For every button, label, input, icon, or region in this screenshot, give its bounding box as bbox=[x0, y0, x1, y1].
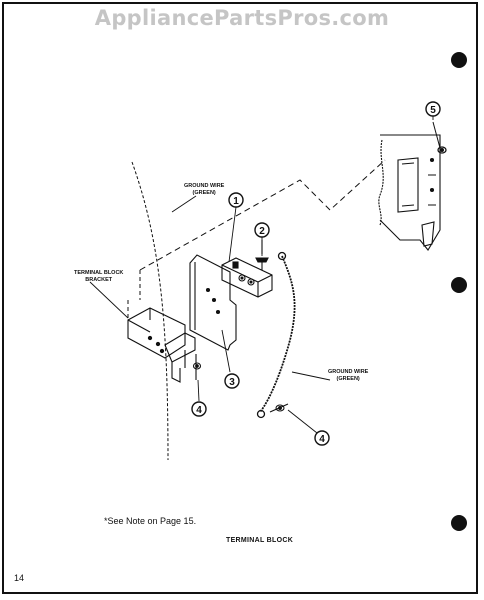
callout-2-number: 2 bbox=[259, 226, 265, 237]
screw-4-lower bbox=[269, 403, 289, 413]
callout-3: 3 bbox=[224, 373, 240, 389]
ground-wire-label-top-line1: GROUND WIRE bbox=[184, 183, 225, 189]
footnote: *See Note on Page 15. bbox=[104, 516, 197, 526]
screw-5 bbox=[432, 121, 447, 154]
screw-4-upper bbox=[192, 354, 202, 380]
callout-1-number: 1 bbox=[233, 196, 239, 207]
callout-4-left-number: 4 bbox=[196, 405, 202, 416]
watermark: AppliancePartsPros.com bbox=[94, 6, 390, 30]
callout-4-right: 4 bbox=[314, 430, 330, 446]
callout-5-number: 5 bbox=[430, 105, 436, 116]
terminal-block-bracket-label-line2: BRACKET bbox=[85, 276, 113, 283]
ground-wire-label-top-line2: (GREEN) bbox=[192, 189, 216, 196]
callout-5: 5 bbox=[425, 101, 441, 117]
callout-2: 2 bbox=[254, 222, 270, 238]
ground-wire-green-lower bbox=[256, 251, 296, 419]
terminal-block-bracket-label-line1: TERMINAL BLOCK bbox=[74, 270, 124, 276]
ground-wire-label-top: GROUND WIRE (GREEN) bbox=[184, 183, 224, 196]
ground-wire-label-bottom: GROUND WIRE (GREEN) bbox=[328, 369, 368, 382]
callout-4-left: 4 bbox=[191, 401, 207, 417]
cabinet-edge-curve bbox=[131, 161, 169, 461]
dashed-outline-left bbox=[127, 270, 141, 320]
cabinet-section-top-right bbox=[378, 134, 441, 251]
terminal-block-bracket-label: TERMINAL BLOCK BRACKET bbox=[74, 270, 123, 283]
dashed-outline-top bbox=[139, 159, 386, 271]
diagram-title: TERMINAL BLOCK bbox=[226, 537, 294, 544]
terminal-block-1 bbox=[221, 257, 273, 298]
page-border bbox=[2, 2, 478, 594]
mounting-plate-3 bbox=[189, 254, 237, 351]
callout-4-right-number: 4 bbox=[319, 434, 325, 445]
terminal-block-bracket bbox=[127, 307, 196, 383]
leader-lines bbox=[89, 116, 434, 434]
callout-3-number: 3 bbox=[229, 377, 235, 388]
ground-wire-label-bottom-line1: GROUND WIRE bbox=[328, 369, 369, 375]
page-number: 14 bbox=[14, 573, 25, 583]
binder-holes bbox=[451, 52, 467, 531]
callout-1: 1 bbox=[228, 192, 244, 208]
ground-wire-label-bottom-line2: (GREEN) bbox=[336, 375, 360, 382]
